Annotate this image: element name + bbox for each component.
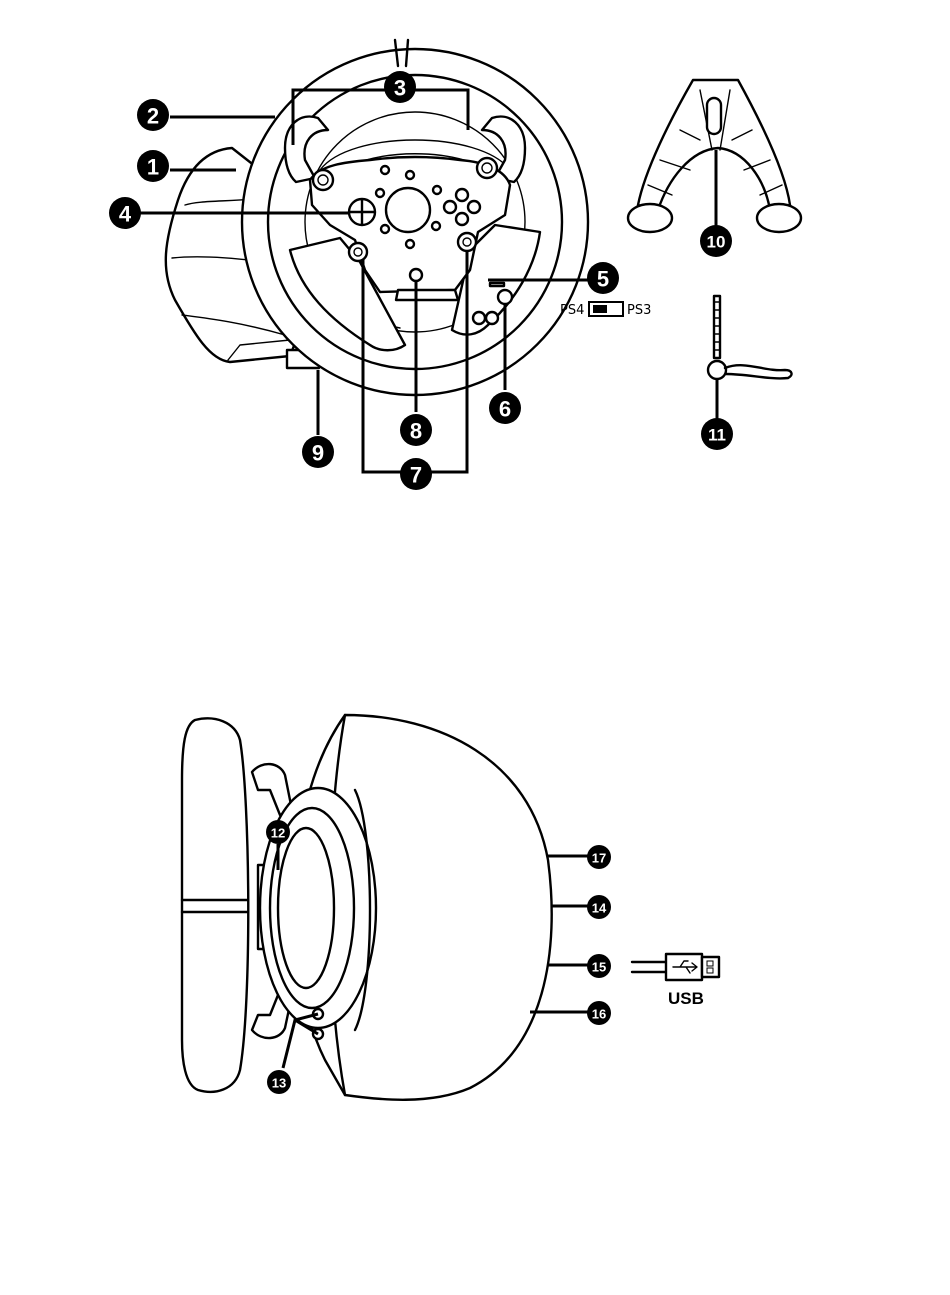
wheel-mode-led (498, 290, 512, 304)
callout-16: 16 (587, 1001, 611, 1025)
svg-text:10: 10 (707, 233, 726, 252)
screw-head (708, 361, 726, 379)
callout-1: 1 (137, 150, 169, 182)
svg-text:2: 2 (147, 104, 159, 129)
usb-plug: USB (632, 954, 719, 1008)
callout-11: 11 (701, 418, 733, 450)
wheel-mode-button (410, 269, 422, 281)
wheel-side-view (182, 715, 552, 1100)
svg-text:17: 17 (592, 851, 606, 866)
svg-text:4: 4 (119, 202, 132, 227)
callout-9: 9 (302, 436, 334, 468)
svg-text:5: 5 (597, 267, 609, 292)
usb-label: USB (668, 989, 704, 1008)
ps4-label: PS4 (560, 303, 584, 318)
callout-17: 17 (587, 845, 611, 869)
callout-6: 6 (489, 392, 521, 424)
svg-text:16: 16 (592, 1007, 606, 1022)
wheel-paddle-left-bolt (349, 243, 367, 261)
callout-12: 12 (266, 820, 290, 844)
ps3-label: PS3 (627, 303, 651, 318)
clamp-foot-right (757, 204, 801, 232)
svg-text:7: 7 (410, 463, 422, 488)
callout-3: 3 (384, 71, 416, 103)
svg-text:6: 6 (499, 397, 511, 422)
clamp-screw (708, 296, 792, 420)
callout-10: 10 (700, 225, 732, 257)
ps-switch: PS4 PS3 (560, 302, 651, 318)
table-clamp (628, 80, 801, 232)
svg-text:15: 15 (592, 960, 606, 975)
callout-5: 5 (587, 262, 619, 294)
callout-4: 4 (109, 197, 141, 229)
svg-text:3: 3 (394, 76, 406, 101)
svg-text:1: 1 (147, 155, 159, 180)
callout-14: 14 (587, 895, 611, 919)
svg-text:14: 14 (592, 901, 607, 916)
svg-text:13: 13 (272, 1076, 286, 1091)
wheel-mode-switch (490, 283, 504, 286)
side-rim (182, 718, 248, 1091)
usb-plug-tip (702, 957, 719, 977)
svg-text:12: 12 (271, 826, 285, 841)
callout-15: 15 (587, 954, 611, 978)
svg-text:11: 11 (708, 426, 726, 445)
clamp-foot-left (628, 204, 672, 232)
callout-8: 8 (400, 414, 432, 446)
callout-7: 7 (400, 458, 432, 490)
svg-text:9: 9 (312, 441, 324, 466)
callout-13: 13 (267, 1070, 291, 1094)
wheel-center-logo (386, 188, 430, 232)
wheel-paddle-right-bolt (458, 233, 476, 251)
clamp-slot (707, 98, 721, 134)
svg-text:8: 8 (410, 419, 422, 444)
callout-2: 2 (137, 99, 169, 131)
screw-thread (714, 296, 720, 358)
